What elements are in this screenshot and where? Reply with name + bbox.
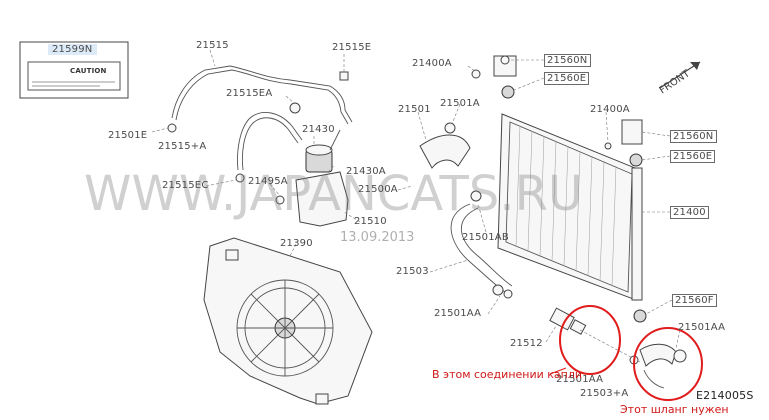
part-label-21501E: 21501E [108, 130, 148, 141]
part-label-21501AA-bottom: 21501AA [556, 374, 604, 385]
clip-21515E [339, 71, 349, 81]
diagram-code: E214005S [696, 389, 754, 402]
hose-21512 [549, 307, 575, 331]
mount-21560N-top [500, 55, 510, 65]
bracket-21400A-right [621, 119, 643, 145]
highlight-circle-joint [559, 305, 621, 375]
part-label-21501: 21501 [398, 104, 431, 115]
part-label-21515EA: 21515EA [226, 88, 273, 99]
part-label-21599N: 21599N [48, 44, 97, 55]
part-label-21501AA-left: 21501AA [434, 308, 482, 319]
part-label-21501AA-right: 21501AA [678, 322, 726, 333]
part-label-21430: 21430 [302, 124, 335, 135]
part-label-21515E: 21515E [332, 42, 372, 53]
part-label-21501AB: 21501AB [462, 232, 509, 243]
part-label-21510: 21510 [354, 216, 387, 227]
caution-label-inner [27, 61, 121, 91]
radiator-fins [515, 125, 617, 287]
hose-bottom-right [639, 343, 677, 367]
part-label-21560F: 21560F [672, 294, 717, 307]
reservoir-tank-21510 [295, 171, 349, 227]
front-arrow-icon: FRONT [658, 61, 701, 97]
caution-text: CAUTION [70, 67, 107, 75]
part-label-21503: 21503 [396, 266, 429, 277]
hose-21515 [171, 65, 353, 123]
part-label-21515: 21515 [196, 40, 229, 51]
part-label-21560N-right: 21560N [670, 130, 717, 143]
svg-text:FRONT: FRONT [658, 68, 693, 97]
part-label-21400A-top: 21400A [412, 58, 452, 69]
bolt-21400A-right [604, 142, 612, 150]
watermark-date: 13.09.2013 [340, 230, 415, 245]
part-label-21495A: 21495A [248, 176, 288, 187]
part-label-21503A: 21503+A [580, 388, 629, 399]
part-label-21430A: 21430A [346, 166, 386, 177]
hose-21515A [237, 111, 303, 171]
part-label-21515EC: 21515EC [162, 180, 209, 191]
lower-hose-21503 [450, 203, 506, 293]
part-label-21500A: 21500A [358, 184, 398, 195]
upper-hose-21501 [419, 134, 471, 169]
mount-21560E-right [629, 153, 643, 167]
clamp-21501E [167, 123, 177, 133]
part-label-21515A: 21515+A [158, 141, 207, 152]
part-label-21501A: 21501A [440, 98, 480, 109]
part-label-21512: 21512 [510, 338, 543, 349]
part-label-21400A-right: 21400A [590, 104, 630, 115]
note-joint: В этом соединении капли [432, 368, 583, 381]
clamp-21515EC [235, 173, 245, 183]
part-label-21390: 21390 [280, 238, 313, 249]
highlight-circle-hose [633, 327, 703, 401]
part-label-21560N-top: 21560N [544, 54, 591, 67]
bolt-21400A-top [471, 69, 481, 79]
mount-21560E-top [501, 85, 515, 99]
part-label-21560E-right: 21560E [670, 150, 716, 163]
radiator-side-tank [631, 167, 643, 301]
clamp-21515EA [289, 102, 301, 114]
part-label-21560E-top: 21560E [544, 72, 590, 85]
watermark-site: WWW.JAPANCATS.RU [84, 166, 584, 222]
part-label-21400: 21400 [670, 206, 709, 219]
note-hose: Этот шланг нужен [620, 403, 729, 416]
mount-21560F [633, 309, 647, 323]
